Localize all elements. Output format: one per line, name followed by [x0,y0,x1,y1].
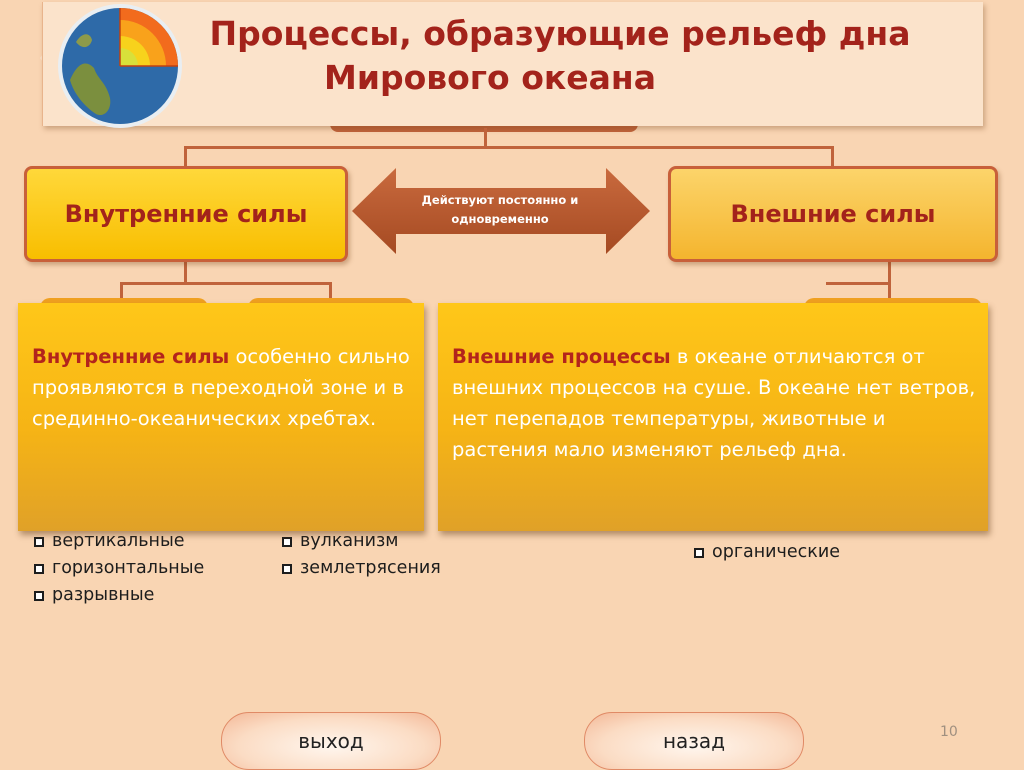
list-item: вертикальные [34,528,204,555]
connector-line [184,262,187,284]
checkbox-icon [34,536,44,547]
globe-earth-core-icon [58,4,182,128]
page-title: Процессы, образующие рельеф дна Мирового… [150,12,970,100]
exit-button[interactable]: выход [221,712,441,770]
checkbox-icon [34,563,44,574]
external-forces-box[interactable]: Внешние силы [668,166,998,262]
magmatism-list: вулканизм землетрясения [282,528,441,582]
list-item-label: органические [712,542,840,562]
arrow-caption-line-2: одновременно [451,212,549,226]
list-item-label: разрывные [52,585,155,605]
connector-line [826,282,891,285]
list-item-label: вулканизм [300,531,399,551]
list-item-label: горизонтальные [52,558,205,578]
double-arrow-icon [352,168,650,254]
info-highlight: Внешние процессы [452,345,671,368]
list-item: разрывные [34,582,204,609]
connector-line [484,128,487,148]
external-processes-list: органические [694,539,840,566]
connector-line [831,146,834,168]
connector-line [184,146,834,149]
internal-movements-list: вертикальные горизонтальные разрывные [34,528,204,609]
title-line-1: Процессы, образующие рельеф дна [209,14,911,53]
checkbox-icon [282,563,292,574]
connector-line [120,282,123,304]
title-box [42,2,983,126]
arrow-caption: Действуют постоянно и одновременно [400,191,600,229]
list-item: вулканизм [282,528,441,555]
page-number: 10 [940,724,958,740]
info-highlight: Внутренние силы [32,345,230,368]
checkbox-icon [282,536,292,547]
connector-line [329,282,332,304]
list-item: горизонтальные [34,555,204,582]
list-item: землетрясения [282,555,441,582]
list-item-label: землетрясения [300,558,441,578]
list-item-label: вертикальные [52,531,185,551]
arrow-caption-line-1: Действуют постоянно и [421,193,579,207]
checkbox-icon [694,547,704,558]
external-processes-info-box: Внешние процессы в океане отличаются от … [438,303,988,531]
connector-line [120,282,332,285]
internal-forces-box[interactable]: Внутренние силы [24,166,348,262]
connector-line [184,146,187,168]
internal-forces-info-box: Внутренние силы особенно сильно проявляю… [18,303,424,531]
info-text: особенно сильно проявляются в переходной… [32,345,410,430]
title-line-2: Мирового океана [324,58,656,97]
back-button[interactable]: назад [584,712,804,770]
info-text: в океане отличаются от внешних процессов… [452,345,976,461]
checkbox-icon [34,590,44,601]
list-item: органические [694,539,840,566]
